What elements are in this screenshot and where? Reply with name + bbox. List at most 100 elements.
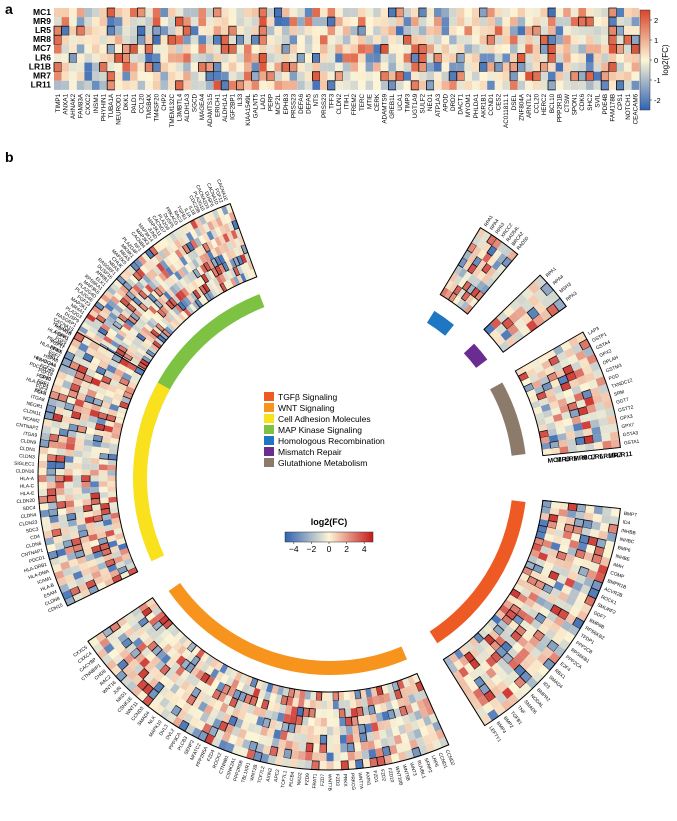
heatmap-cell bbox=[448, 652, 459, 664]
heatmap-cell bbox=[434, 62, 442, 72]
heatmap-cell bbox=[61, 415, 72, 424]
gene-label: CLDN16 bbox=[16, 468, 35, 474]
heatmap-cell bbox=[197, 296, 206, 306]
heatmap-cell bbox=[304, 26, 313, 36]
heatmap-cell bbox=[519, 659, 532, 671]
heatmap-cell bbox=[259, 17, 267, 27]
heatmap-cell bbox=[59, 386, 70, 396]
gene-label: FGF5 bbox=[54, 335, 68, 346]
heatmap-cell bbox=[578, 80, 586, 90]
column-label: CES2 bbox=[496, 93, 503, 110]
gene-label: HLA-A bbox=[20, 476, 35, 482]
heatmap-cell bbox=[99, 71, 108, 81]
heatmap-cell bbox=[81, 463, 91, 470]
heatmap-cell bbox=[590, 386, 601, 397]
heatmap-cell bbox=[453, 659, 464, 671]
heatmap-cell bbox=[335, 80, 343, 90]
heatmap-cell bbox=[494, 26, 503, 36]
heatmap-cell bbox=[251, 17, 260, 27]
heatmap-cell bbox=[594, 572, 606, 584]
heatmap-cell bbox=[352, 733, 361, 743]
heatmap-cell bbox=[403, 71, 412, 81]
gene-label: WNT5B bbox=[401, 764, 411, 782]
heatmap-cell bbox=[263, 691, 272, 702]
heatmap-cell bbox=[92, 8, 100, 18]
heatmap-cell bbox=[387, 7, 397, 18]
heatmap-cell bbox=[549, 507, 560, 516]
heatmap-cell bbox=[576, 591, 588, 603]
gene-label: GPX3 bbox=[619, 413, 633, 422]
heatmap-cell bbox=[236, 17, 244, 27]
heatmap-cell bbox=[168, 263, 178, 274]
heatmap-cell bbox=[366, 696, 374, 707]
gene-label: DUSP6 bbox=[203, 191, 215, 208]
heatmap-cell bbox=[72, 462, 82, 470]
heatmap-cell bbox=[335, 17, 343, 27]
heatmap-cell bbox=[78, 419, 88, 428]
heatmap-cell bbox=[160, 17, 168, 27]
heatmap-cell bbox=[53, 25, 62, 36]
heatmap-cell bbox=[350, 35, 358, 45]
heatmap-cell bbox=[490, 317, 502, 330]
row-label: MR9 bbox=[33, 16, 51, 26]
heatmap-cell bbox=[513, 318, 526, 331]
heatmap-cell bbox=[327, 62, 336, 72]
heatmap-cell bbox=[113, 555, 124, 564]
heatmap-cell bbox=[505, 335, 518, 348]
heatmap-cell bbox=[572, 580, 584, 592]
heatmap-cell bbox=[164, 234, 174, 245]
heatmap-cell bbox=[100, 447, 110, 454]
heatmap-cell bbox=[266, 17, 275, 27]
heatmap-cell bbox=[601, 44, 609, 54]
heatmap-cell bbox=[251, 26, 260, 36]
heatmap-cell bbox=[145, 597, 156, 608]
heatmap-cell bbox=[95, 526, 105, 534]
gene-label: AMH bbox=[612, 562, 624, 571]
heatmap-cell bbox=[158, 320, 168, 329]
heatmap-cell bbox=[78, 386, 89, 396]
heatmap-cell bbox=[441, 17, 450, 27]
heatmap-cell bbox=[198, 80, 206, 90]
heatmap-cell bbox=[494, 8, 503, 18]
heatmap-cell bbox=[479, 17, 488, 27]
heatmap-cell bbox=[624, 53, 632, 63]
heatmap-cell bbox=[334, 71, 344, 82]
heatmap-cell bbox=[130, 357, 141, 366]
heatmap-cell bbox=[477, 249, 487, 260]
heatmap-cell bbox=[54, 541, 65, 551]
heatmap-cell bbox=[452, 284, 463, 296]
heatmap-cell bbox=[572, 598, 585, 611]
heatmap-cell bbox=[166, 311, 176, 321]
heatmap-cell bbox=[304, 62, 313, 72]
heatmap-cell bbox=[98, 475, 108, 482]
heatmap-cell bbox=[616, 35, 624, 45]
heatmap-cell bbox=[120, 310, 131, 319]
heatmap-cell bbox=[257, 689, 266, 700]
heatmap-cell bbox=[282, 17, 290, 27]
heatmap-cell bbox=[185, 673, 196, 684]
heatmap-cell bbox=[117, 542, 128, 551]
heatmap-cell bbox=[531, 659, 544, 671]
heatmap-cell bbox=[297, 35, 305, 45]
gene-label: RPA4 bbox=[552, 274, 565, 287]
heatmap-cell bbox=[131, 339, 142, 348]
heatmap-cell bbox=[481, 241, 492, 253]
heatmap-cell bbox=[199, 672, 211, 684]
heatmap-cell bbox=[280, 721, 290, 733]
heatmap-cell bbox=[403, 34, 412, 45]
heatmap-cell bbox=[282, 687, 290, 697]
heatmap-cell bbox=[350, 62, 358, 72]
heatmap-cell bbox=[167, 254, 176, 264]
heatmap-cell bbox=[139, 657, 151, 669]
heatmap-cell bbox=[434, 71, 442, 81]
heatmap-cell bbox=[145, 71, 153, 81]
heatmap-cell bbox=[393, 734, 403, 745]
heatmap-cell bbox=[312, 44, 320, 54]
heatmap-cell bbox=[130, 26, 138, 36]
heatmap-cell bbox=[304, 80, 313, 90]
heatmap-cell bbox=[65, 500, 75, 508]
heatmap-cell bbox=[533, 301, 547, 315]
heatmap-cell bbox=[413, 691, 423, 702]
heatmap-cell bbox=[76, 80, 85, 90]
heatmap-cell bbox=[551, 361, 563, 373]
